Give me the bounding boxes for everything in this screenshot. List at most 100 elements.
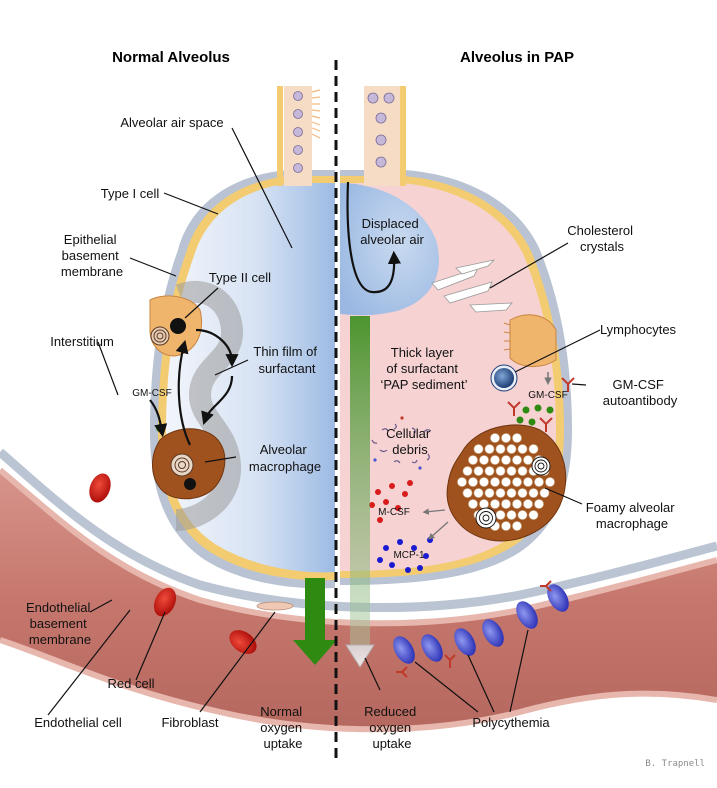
label-thin-film: Thin film of surfactant xyxy=(253,344,320,376)
foam-vacuole xyxy=(495,510,506,520)
m-csf-arrow xyxy=(422,508,446,515)
foam-vacuole xyxy=(501,477,511,487)
lamellar-body-left xyxy=(150,326,170,346)
cellular-debris xyxy=(371,416,432,470)
m-csf-particles xyxy=(369,480,413,523)
foam-vacuole xyxy=(512,499,522,509)
mcp-1-particles xyxy=(377,537,433,573)
foam-vacuole xyxy=(473,488,484,498)
foam-vacuole xyxy=(517,488,528,498)
lymphocyte xyxy=(490,364,518,392)
label-type-i-cell: Type I cell xyxy=(101,186,160,201)
normal-alveolus xyxy=(150,170,335,589)
foam-vacuole xyxy=(495,444,506,454)
author-credit: B. Trapnell xyxy=(645,759,705,769)
foam-vacuole xyxy=(484,444,495,454)
foam-vacuole xyxy=(517,444,528,454)
foam-vacuole xyxy=(506,444,517,454)
foam-vacuole xyxy=(517,510,528,520)
cholesterol-crystals xyxy=(431,259,513,313)
polycythemia-cells xyxy=(393,580,569,678)
foam-vacuole xyxy=(484,466,495,476)
label-mcsf: M-CSF xyxy=(378,507,410,518)
label-reduced-uptake: Reduced oxygen uptake xyxy=(364,704,420,751)
foam-vacuole xyxy=(501,433,511,443)
foamy-macrophage xyxy=(446,424,567,542)
foam-vacuole xyxy=(484,488,495,498)
type-ii-cell xyxy=(149,295,203,357)
foam-vacuole xyxy=(501,521,511,531)
red-cells-left xyxy=(89,473,257,654)
label-foamy-macrophage: Foamy alveolar macrophage xyxy=(586,500,679,531)
label-endothelial-cell: Endothelial cell xyxy=(34,715,122,730)
title-pap-alveolus: Alveolus in PAP xyxy=(460,49,574,66)
foam-vacuole xyxy=(512,455,522,465)
displaced-air-arrow xyxy=(346,181,402,294)
foam-vacuole xyxy=(468,499,478,509)
reduced-uptake-arrow xyxy=(345,644,375,668)
gmcsf-autoantibody-complex xyxy=(507,372,575,432)
foam-vacuole xyxy=(545,477,555,487)
label-type-ii-cell: Type II cell xyxy=(209,270,271,285)
label-lymphocytes: Lymphocytes xyxy=(600,322,677,337)
normal-uptake-arrow xyxy=(293,578,337,665)
label-fibroblast: Fibroblast xyxy=(161,715,218,730)
foam-vacuole xyxy=(495,466,506,476)
foam-vacuole xyxy=(490,477,500,487)
foam-vacuole xyxy=(528,510,539,520)
leader-lines xyxy=(47,127,601,716)
foam-vacuole xyxy=(495,488,506,498)
foam-vacuole xyxy=(479,455,489,465)
foam-vacuole xyxy=(462,488,473,498)
mcp-1-arrow xyxy=(428,521,449,540)
foam-vacuole xyxy=(512,521,522,531)
foam-vacuole xyxy=(534,477,544,487)
surfactant-cycle-arrows xyxy=(149,328,239,446)
fibroblast-cell xyxy=(256,601,294,611)
right-airway-cells xyxy=(364,86,406,186)
label-polycythemia: Polycythemia xyxy=(472,715,550,730)
label-interstitium: Interstitium xyxy=(50,334,114,349)
foam-vacuole xyxy=(479,477,489,487)
foam-vacuole xyxy=(490,499,500,509)
pap-sediment-bar xyxy=(350,316,370,646)
label-gmcsf-right: GM-CSF xyxy=(528,390,567,401)
foam-vacuole xyxy=(457,477,467,487)
label-cholesterol: Cholesterol crystals xyxy=(567,223,636,254)
label-normal-uptake: Normal oxygen uptake xyxy=(260,704,306,751)
foam-vacuole xyxy=(501,499,511,509)
foam-vacuole xyxy=(468,477,478,487)
label-alveolar-air-space: Alveolar air space xyxy=(120,115,223,130)
foam-vacuole xyxy=(506,510,517,520)
foam-vacuole xyxy=(501,455,511,465)
foam-vacuole xyxy=(512,433,522,443)
label-displaced-air: Displaced alveolar air xyxy=(360,216,424,247)
foam-vacuole xyxy=(523,477,533,487)
label-endothelial-bm: Endothelial basement membrane xyxy=(26,600,94,647)
label-thick-layer: Thick layer of surfactant ‘PAP sediment’ xyxy=(381,345,468,392)
label-red-cell: Red cell xyxy=(108,676,155,691)
label-mcp1: MCP-1 xyxy=(393,550,425,561)
foam-vacuole xyxy=(534,499,544,509)
foam-vacuole xyxy=(506,488,517,498)
label-cellular-debris: Cellular debris xyxy=(386,426,434,457)
foam-vacuole xyxy=(490,455,500,465)
foam-vacuole xyxy=(490,433,500,443)
foam-vacuole xyxy=(468,455,478,465)
foam-vacuole xyxy=(473,466,484,476)
foam-vacuole xyxy=(528,488,539,498)
foam-vacuole xyxy=(473,444,484,454)
foam-vacuole xyxy=(517,466,528,476)
foam-vacuole xyxy=(523,455,533,465)
label-epithelial-bm: Epithelial basement membrane xyxy=(61,232,123,279)
left-airway-cells xyxy=(277,86,321,186)
foam-vacuole xyxy=(523,499,533,509)
type-ii-cell-right xyxy=(503,314,557,367)
foam-vacuole xyxy=(506,466,517,476)
label-autoantibody: GM-CSF autoantibody xyxy=(603,377,678,408)
foam-vacuole xyxy=(479,499,489,509)
foam-vacuole xyxy=(462,466,473,476)
foam-vacuole xyxy=(512,477,522,487)
label-alveolar-macrophage: Alveolar macrophage xyxy=(249,442,321,474)
